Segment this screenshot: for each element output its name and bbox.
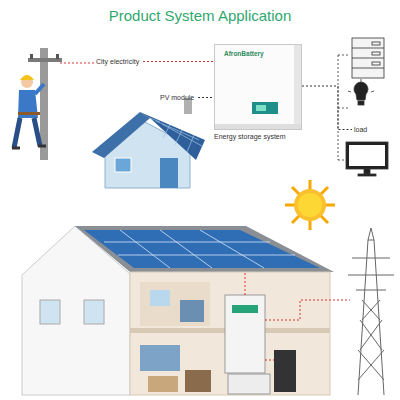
city-electricity-node: City electricity [96, 58, 141, 65]
brand-text: AfronBattery [214, 44, 302, 57]
lineman-figure [12, 48, 94, 160]
dashed-connector [198, 97, 214, 98]
node-label: Energy storage system [214, 133, 302, 140]
load-node: load [354, 126, 369, 133]
dashed-connector [302, 86, 352, 130]
power-tower [348, 228, 394, 395]
cutaway-house [22, 226, 350, 395]
node-label: load [354, 126, 369, 133]
dashed-connector [143, 61, 214, 62]
node-label: City electricity [96, 58, 141, 65]
pv-house [92, 98, 205, 188]
sun [285, 180, 335, 230]
node-label: PV module [160, 94, 196, 101]
pv-module-node: PV module [160, 94, 196, 101]
diagram-title: Product System Application [0, 7, 400, 24]
energy-storage-node: AfronBatteryEnergy storage system [214, 44, 302, 140]
load-icons [338, 38, 388, 176]
